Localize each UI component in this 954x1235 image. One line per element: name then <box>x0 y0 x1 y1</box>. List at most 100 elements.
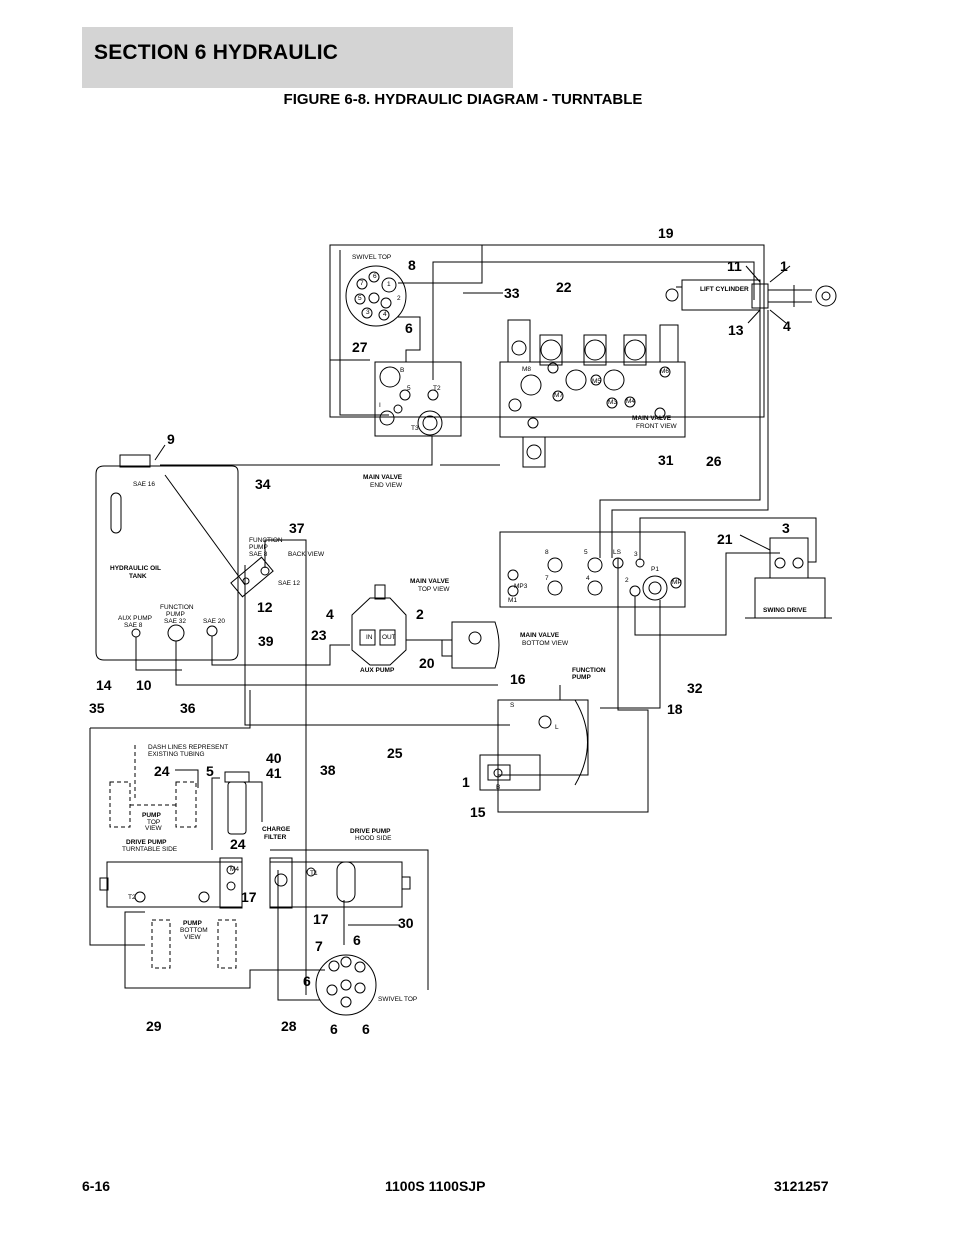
callout: 38 <box>320 762 336 778</box>
swing-drive <box>745 537 832 619</box>
callout: 35 <box>89 700 105 716</box>
callout: 4 <box>783 318 791 334</box>
callout: 12 <box>257 599 273 615</box>
callout: 6 <box>362 1021 370 1037</box>
callout: 36 <box>180 700 196 716</box>
callout: 16 <box>510 671 526 687</box>
pump-bottom-view <box>151 919 237 969</box>
port-label: 4 <box>383 311 387 318</box>
label-out: OUT <box>382 634 396 641</box>
callout: 6 <box>405 320 413 336</box>
label-sae20: SAE 20 <box>203 618 226 625</box>
label-function-pump-32: FUNCTION <box>160 604 194 611</box>
callout: 5 <box>206 763 214 779</box>
callout: 3 <box>782 520 790 536</box>
label-main-valve-top: MAIN VALVE <box>410 578 450 585</box>
callout: 14 <box>96 677 112 693</box>
label-dash-lines-2: EXISTING TUBING <box>148 751 205 758</box>
label-aux-pump: AUX PUMP <box>360 667 395 674</box>
port-label: LS <box>613 549 621 556</box>
section-title: SECTION 6 HYDRAULIC <box>94 41 339 64</box>
label-tank: TANK <box>129 573 147 580</box>
callout: 21 <box>717 531 733 547</box>
label-hydraulic-oil: HYDRAULIC OIL <box>110 565 161 572</box>
label-main-valve-end: MAIN VALVE <box>363 474 403 481</box>
label-pump-sae8: PUMP <box>249 544 268 551</box>
label-sae32: SAE 32 <box>164 618 187 625</box>
port-label: I <box>379 402 381 409</box>
charge-filter <box>224 771 250 835</box>
callout: 4 <box>326 606 334 622</box>
aux-pump <box>351 584 407 666</box>
label-pump-top-2: TOP <box>147 819 161 826</box>
callout: 27 <box>352 339 368 355</box>
callout: 24 <box>230 836 246 852</box>
callout: 10 <box>136 677 152 693</box>
callout: 39 <box>258 633 274 649</box>
label-top-view: TOP VIEW <box>418 586 450 593</box>
label-drive-pump-hood-1: DRIVE PUMP <box>350 828 391 835</box>
label-aux-pump-sae8: AUX PUMP <box>118 615 152 622</box>
port-label: L <box>555 724 559 731</box>
port-label: M4 <box>230 866 240 873</box>
section-header: SECTION 6 HYDRAULIC <box>82 27 513 88</box>
callout: 2 <box>416 606 424 622</box>
callout: 29 <box>146 1018 162 1034</box>
callout: 28 <box>281 1018 297 1034</box>
port-label: 5 <box>584 549 588 556</box>
label-dash-lines-1: DASH LINES REPRESENT <box>148 744 229 751</box>
label-bottom-view: BOTTOM VIEW <box>522 640 569 647</box>
port-label: M4 <box>626 398 636 405</box>
label-drive-pump-hood-2: HOOD SIDE <box>355 835 392 842</box>
drive-pump-hood-side <box>269 857 411 909</box>
label-function-pump-2: PUMP <box>572 674 591 681</box>
port-label: B <box>400 367 405 374</box>
callout: 9 <box>167 431 175 447</box>
port-label: T2 <box>128 894 136 901</box>
label-pump-bottom-1: PUMP <box>183 920 202 927</box>
port-label: 8 <box>545 549 549 556</box>
port-label: 5 <box>358 295 362 302</box>
port-label: 2 <box>625 577 629 584</box>
label-drive-pump-tt-2: TURNTABLE SIDE <box>122 846 178 853</box>
callout: 32 <box>687 680 703 696</box>
port-label: 3 <box>366 309 370 316</box>
callout: 26 <box>706 453 722 469</box>
callout: 40 <box>266 750 282 766</box>
callout: 23 <box>311 627 327 643</box>
callout: 6 <box>303 973 311 989</box>
label-main-valve-front: MAIN VALVE <box>632 415 672 422</box>
lift-cylinder <box>665 279 837 311</box>
function-pump <box>479 699 589 791</box>
port-label: 1 <box>387 281 391 288</box>
label-front-view: FRONT VIEW <box>636 423 677 430</box>
label-sae12: SAE 12 <box>278 580 301 587</box>
callout: 20 <box>419 655 435 671</box>
callout: 17 <box>241 889 257 905</box>
footer-model: 1100S 1100SJP <box>385 1178 486 1194</box>
port-label: B <box>496 784 501 791</box>
callout: 34 <box>255 476 271 492</box>
callout: 13 <box>728 322 744 338</box>
port-label: M8 <box>522 366 532 373</box>
label-in: IN <box>366 634 373 641</box>
port-label: M3 <box>608 399 618 406</box>
callout: 22 <box>556 279 572 295</box>
callout: 11 <box>727 258 742 274</box>
port-label: MP <box>672 579 682 586</box>
callout: 30 <box>398 915 414 931</box>
port-label: T2 <box>433 385 441 392</box>
function-pump-back-view <box>230 556 274 598</box>
label-function: FUNCTION <box>572 667 606 674</box>
callout: 19 <box>658 225 674 241</box>
callout: 41 <box>266 765 282 781</box>
label-end-view: END VIEW <box>370 482 403 489</box>
callout: 1 <box>462 774 470 790</box>
hydraulic-oil-tank <box>95 454 239 661</box>
label-pump-32: PUMP <box>166 611 185 618</box>
callout: 33 <box>504 285 520 301</box>
callout: 8 <box>408 257 416 273</box>
label-sae16: SAE 16 <box>133 481 156 488</box>
label-lift-cylinder: LIFT CYLINDER <box>700 286 749 293</box>
